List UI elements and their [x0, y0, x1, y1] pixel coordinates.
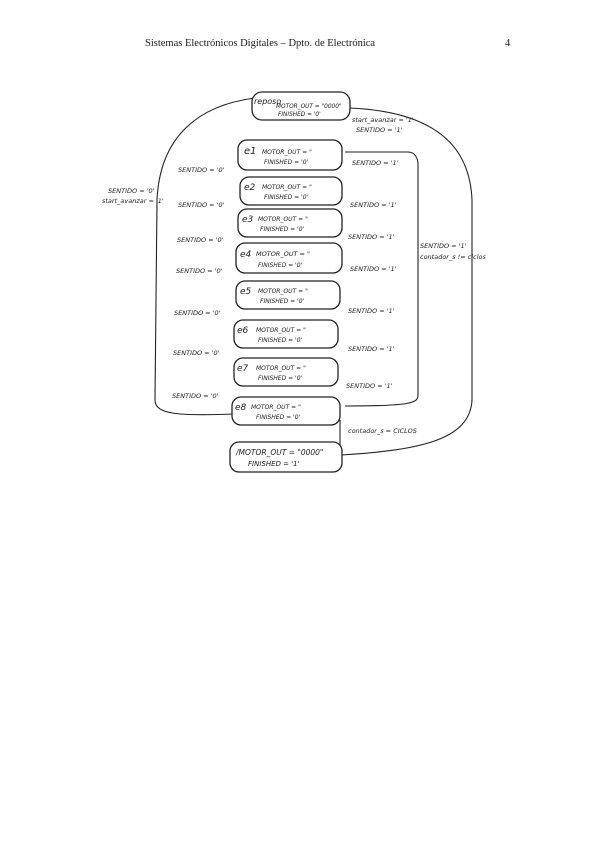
- state-e6: e6 MOTOR_OUT = " FINISHED = '0': [233, 319, 339, 349]
- label-sentido-0-e5: SENTIDO = '0': [174, 309, 221, 317]
- state-line1: MOTOR_OUT = ": [258, 216, 308, 223]
- left-outer-loop: [154, 97, 256, 416]
- state-e3: e3 MOTOR_OUT = " FINISHED = '0': [237, 208, 343, 238]
- label-sentido-1-e7: SENTIDO = '1': [346, 382, 393, 390]
- label-sentido-0-e3: SENTIDO = '0': [177, 236, 224, 244]
- state-name: e6: [237, 326, 249, 336]
- state-line2: FINISHED = '0': [258, 375, 303, 382]
- state-line1: MOTOR_OUT = "0000": [276, 104, 342, 110]
- state-line1: MOTOR_OUT = ": [251, 404, 301, 411]
- state-line2: FINISHED = '0': [278, 112, 321, 118]
- label-left-outer-sentido: SENTIDO = '0': [108, 187, 155, 195]
- page-number: 4: [505, 38, 511, 49]
- label-sentido-0-e7: SENTIDO = '0': [172, 392, 219, 400]
- right-outer-loop: [341, 107, 473, 456]
- state-e8: e8 MOTOR_OUT = " FINISHED = '0': [231, 396, 341, 426]
- right-inner-loop: [344, 151, 419, 407]
- state-reposo: reposo MOTOR_OUT = "0000" FINISHED = '0': [251, 91, 351, 121]
- state-e2: e2 MOTOR_OUT = " FINISHED = '0': [239, 176, 343, 206]
- state-line1: MOTOR_OUT = ": [262, 149, 312, 156]
- label-left-outer-start: start_avanzar = '1': [102, 197, 164, 205]
- state-line2: FINISHED = '0': [264, 159, 309, 166]
- state-name: reposo: [254, 97, 281, 106]
- state-box: [235, 242, 343, 274]
- state-box: [237, 208, 343, 238]
- state-line1: MOTOR_OUT = ": [258, 288, 308, 295]
- transition-paths: [154, 97, 473, 456]
- state-name: e4: [240, 250, 252, 260]
- state-name: e1: [244, 146, 257, 157]
- state-box: [235, 280, 341, 310]
- state-line1: MOTOR_OUT = ": [256, 250, 310, 258]
- state-line2: FINISHED = '1': [248, 460, 300, 468]
- state-box: [251, 91, 351, 121]
- state-name: e3: [242, 215, 254, 225]
- state-final: /MOTOR_OUT = "0000" FINISHED = '1': [229, 441, 343, 473]
- label-sentido-1-e4: SENTIDO = '1': [350, 265, 397, 273]
- label-start-avanzar-top: start_avanzar = '1': [352, 116, 414, 124]
- state-name: e8: [235, 403, 247, 413]
- label-sentido-0-e1: SENTIDO = '0': [178, 166, 225, 174]
- state-name: e2: [244, 183, 256, 193]
- label-sentido-1-e6: SENTIDO = '1': [348, 345, 395, 353]
- state-e4: e4 MOTOR_OUT = " FINISHED = '0': [235, 242, 343, 274]
- state-line2: FINISHED = '0': [260, 226, 305, 233]
- label-contador-ciclos: contador_s = CICLOS: [348, 427, 417, 435]
- state-box: [233, 357, 339, 387]
- state-line1: /MOTOR_OUT = "0000": [235, 448, 323, 457]
- label-sentido-0-e4: SENTIDO = '0': [176, 267, 223, 275]
- label-right-outer-contador: contador_s != ciclos: [420, 253, 487, 261]
- label-sentido-0-e2: SENTIDO = '0': [178, 201, 225, 209]
- label-sentido-1-e5: SENTIDO = '1': [348, 307, 395, 315]
- label-sentido-1-e2: SENTIDO = '1': [350, 201, 397, 209]
- state-line1: MOTOR_OUT = ": [256, 327, 306, 334]
- label-sentido-1-e3: SENTIDO = '1': [348, 233, 395, 241]
- state-e7: e7 MOTOR_OUT = " FINISHED = '0': [233, 357, 339, 387]
- state-line2: FINISHED = '0': [260, 298, 305, 305]
- state-box: [233, 319, 339, 349]
- label-sentido-0-e6: SENTIDO = '0': [173, 349, 220, 357]
- state-line2: FINISHED = '0': [264, 194, 309, 201]
- state-name: e5: [240, 287, 252, 297]
- state-box: [237, 139, 343, 171]
- label-sentido-top: SENTIDO = '1': [356, 126, 403, 134]
- state-box: [231, 396, 341, 426]
- state-e1: e1 MOTOR_OUT = " FINISHED = '0': [237, 139, 343, 171]
- state-name: e7: [237, 364, 249, 374]
- label-right-outer-sentido: SENTIDO = '1': [420, 242, 467, 250]
- state-box: [239, 176, 343, 206]
- state-e5: e5 MOTOR_OUT = " FINISHED = '0': [235, 280, 341, 310]
- page-header: Sistemas Electrónicos Digitales – Dpto. …: [0, 38, 599, 54]
- label-sentido-1-e1: SENTIDO = '1': [352, 159, 399, 167]
- transition-labels: start_avanzar = '1' SENTIDO = '1' SENTID…: [102, 116, 487, 435]
- state-line2: FINISHED = '0': [258, 262, 303, 269]
- header-title: Sistemas Electrónicos Digitales – Dpto. …: [145, 38, 376, 49]
- state-box: [229, 441, 343, 473]
- state-line2: FINISHED = '0': [258, 337, 303, 344]
- state-line1: MOTOR_OUT = ": [256, 365, 306, 372]
- state-line1: MOTOR_OUT = ": [262, 184, 312, 191]
- state-line2: FINISHED = '0': [256, 414, 301, 421]
